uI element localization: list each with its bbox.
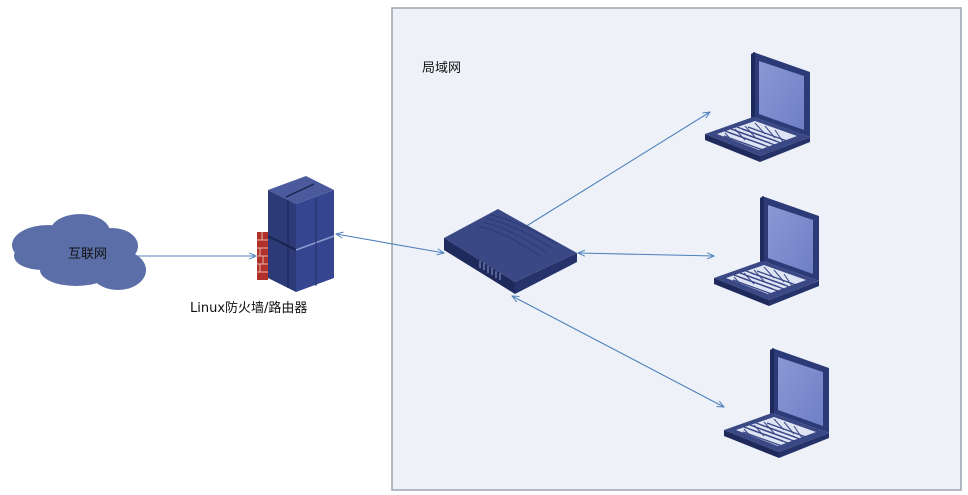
firewall-label: Linux防火墙/路由器 — [190, 300, 307, 316]
edge-switch-laptop-3 — [512, 296, 724, 407]
edge-firewall-switch — [336, 234, 444, 253]
lan-label: 局域网 — [422, 61, 461, 76]
edge-switch-laptop-1 — [512, 112, 710, 235]
edge-switch-laptop-2 — [578, 253, 714, 256]
internet-label: 互联网 — [68, 247, 107, 262]
cloud-icon: 互联网 — [12, 214, 146, 290]
switch-icon — [444, 209, 577, 294]
firewall-server-icon — [257, 176, 335, 292]
